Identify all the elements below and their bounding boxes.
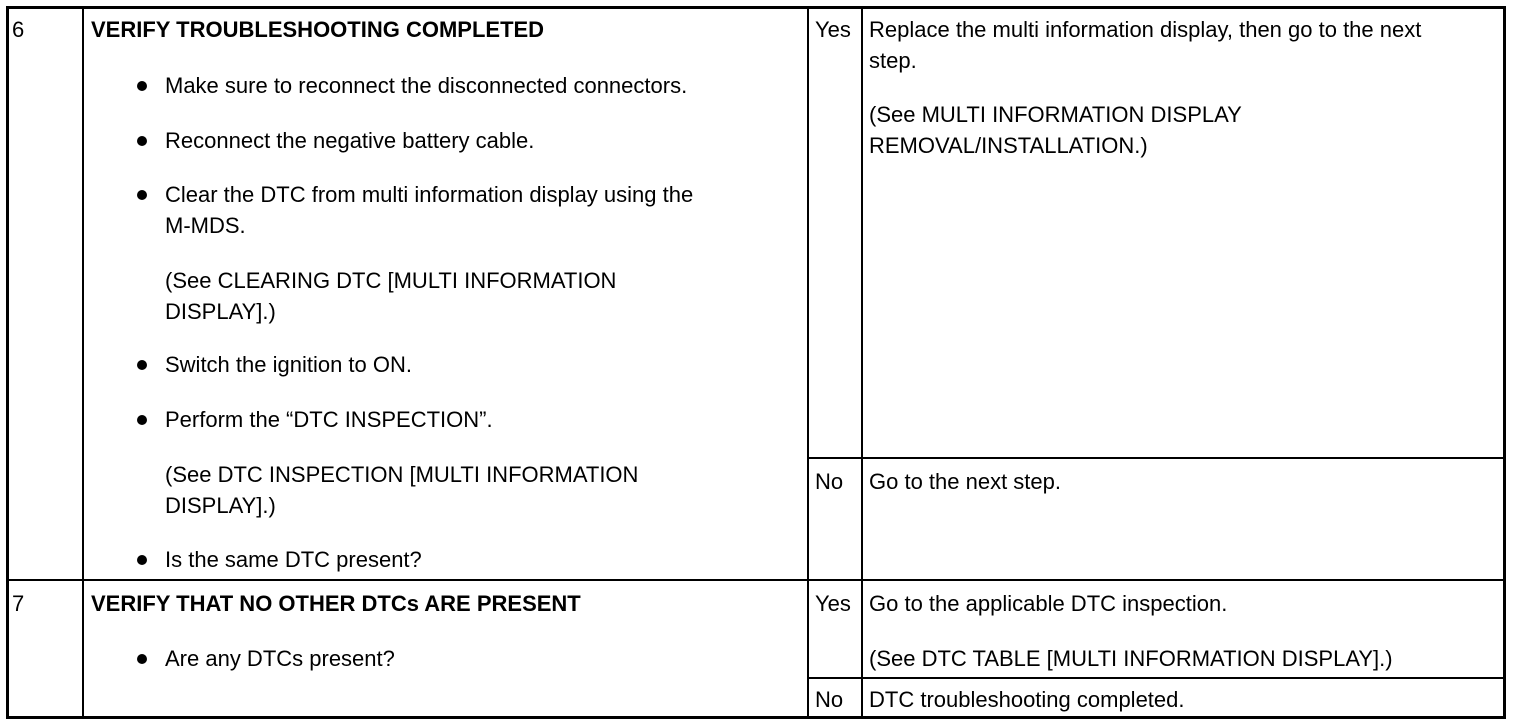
bullet-dot (137, 415, 147, 425)
column-divider-inspection (807, 9, 809, 716)
bullet-item: Are any DTCs present? (165, 646, 395, 671)
column-divider-step (82, 9, 84, 716)
step-title: VERIFY THAT NO OTHER DTCs ARE PRESENT (91, 591, 581, 616)
answer-label-no: No (815, 687, 844, 712)
reference-note: (See DTC TABLE [MULTI INFORMATION DISPLA… (869, 646, 1393, 671)
bullet-dot (137, 136, 147, 146)
answer-action: DTC troubleshooting completed. (869, 687, 1185, 712)
answer-divider-row7 (807, 677, 1503, 679)
bullet-item: Reconnect the negative battery cable. (165, 128, 535, 153)
bullet-dot (137, 81, 147, 91)
answer-label-yes: Yes (815, 17, 851, 42)
bullet-item: Switch the ignition to ON. (165, 352, 413, 377)
step-number: 6 (12, 17, 25, 42)
bullet-dot (137, 360, 147, 370)
step-title: VERIFY TROUBLESHOOTING COMPLETED (91, 17, 545, 42)
bullet-dot (137, 555, 147, 565)
answer-action: Go to the next step. (869, 469, 1062, 494)
reference-note: (See CLEARING DTC [MULTI INFORMATION DIS… (165, 268, 617, 324)
answer-label-yes: Yes (815, 591, 851, 616)
answer-divider-row6 (807, 457, 1503, 459)
reference-note: (See MULTI INFORMATION DISPLAY REMOVAL/I… (869, 102, 1242, 158)
step-number: 7 (12, 591, 25, 616)
bullet-item: Is the same DTC present? (165, 547, 422, 572)
bullet-item: Perform the “DTC INSPECTION”. (165, 407, 493, 432)
column-divider-answer (861, 9, 863, 716)
answer-action: Go to the applicable DTC inspection. (869, 591, 1228, 616)
bullet-dot (137, 654, 147, 664)
bullet-item: Make sure to reconnect the disconnected … (165, 73, 688, 98)
answer-label-no: No (815, 469, 844, 494)
bullet-item: Clear the DTC from multi information dis… (165, 182, 694, 238)
row-divider (9, 579, 1503, 581)
reference-note: (See DTC INSPECTION [MULTI INFORMATION D… (165, 462, 639, 518)
bullet-dot (137, 190, 147, 200)
troubleshooting-table: 6 VERIFY TROUBLESHOOTING COMPLETED Make … (6, 6, 1506, 719)
answer-action: Replace the multi information display, t… (869, 17, 1422, 73)
